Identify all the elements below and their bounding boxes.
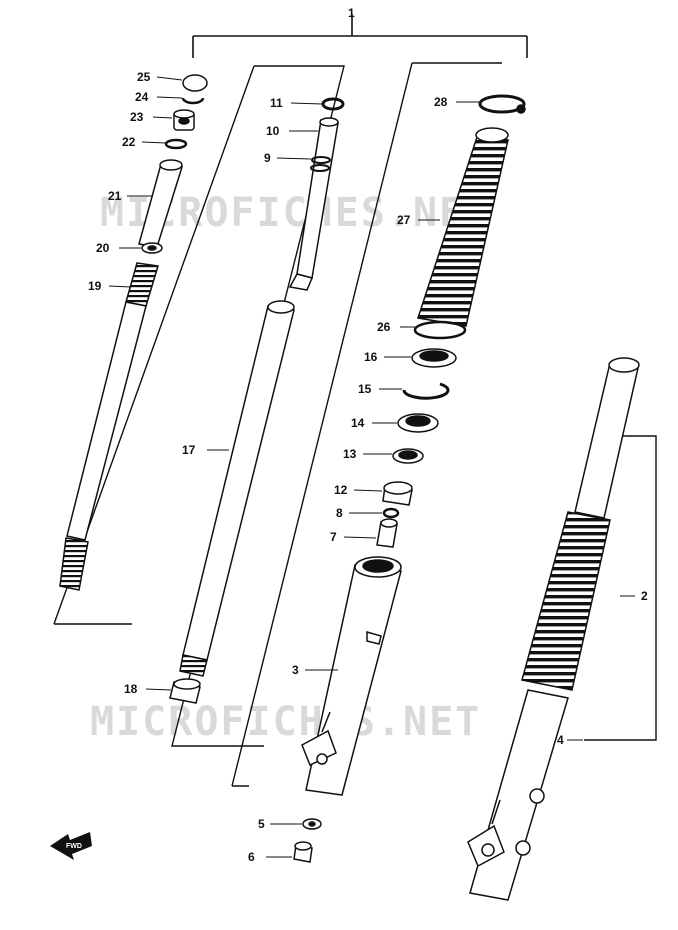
callout-9: 9 xyxy=(264,151,271,165)
part-8-washer xyxy=(382,507,400,519)
inner-tube-group xyxy=(169,97,345,704)
part-15-circlip xyxy=(402,382,450,400)
part-19-spring-bottom xyxy=(59,537,89,591)
callout-26: 26 xyxy=(377,320,391,334)
callout-3: 3 xyxy=(292,663,299,677)
part-25-cap xyxy=(182,74,208,92)
callout-1: 1 xyxy=(348,6,355,20)
outer-tube-group xyxy=(293,94,526,863)
part-22-o-ring xyxy=(164,138,188,150)
callout-27: 27 xyxy=(397,213,411,227)
callout-12: 12 xyxy=(334,483,348,497)
fork-assembly xyxy=(467,357,640,901)
assembly-boot xyxy=(521,511,611,691)
callout-2: 2 xyxy=(641,589,648,603)
part-4-outer-tube xyxy=(469,689,569,901)
callout-15: 15 xyxy=(358,382,372,396)
callout-4: 4 xyxy=(557,733,564,747)
callout-28: 28 xyxy=(434,95,448,109)
callout-8: 8 xyxy=(336,506,343,520)
watermark-bottom: MICROFICHES.NET xyxy=(90,699,481,745)
callout-24: 24 xyxy=(135,90,149,104)
part-26-band xyxy=(413,320,467,340)
callout-18: 18 xyxy=(124,682,138,696)
callout-23: 23 xyxy=(130,110,144,124)
leader-lines xyxy=(108,76,635,858)
callout-10: 10 xyxy=(266,124,280,138)
callout-22: 22 xyxy=(122,135,136,149)
callout-7: 7 xyxy=(330,530,337,544)
part-2-fork-tube xyxy=(574,362,639,519)
frame-right-assembly xyxy=(584,435,657,741)
callout-5: 5 xyxy=(258,817,265,831)
forward-label: FWD xyxy=(66,843,82,850)
callout-13: 13 xyxy=(343,447,357,461)
callout-21: 21 xyxy=(108,189,122,203)
forward-arrow-icon: FWD xyxy=(50,832,92,860)
part-11-ring xyxy=(321,97,345,111)
callout-17: 17 xyxy=(182,443,196,457)
callout-16: 16 xyxy=(364,350,378,364)
part-17-inner-tube xyxy=(182,305,295,661)
part-24-circlip xyxy=(181,97,205,105)
callout-19: 19 xyxy=(88,279,102,293)
assembly-bracket xyxy=(192,14,528,58)
part-28-clamp xyxy=(478,94,526,114)
part-19-spring-top xyxy=(125,262,159,307)
callout-14: 14 xyxy=(351,416,365,430)
callout-20: 20 xyxy=(96,241,110,255)
part-19-spring-body xyxy=(66,301,147,541)
spring-group xyxy=(59,74,208,591)
callout-6: 6 xyxy=(248,850,255,864)
callout-25: 25 xyxy=(137,70,151,84)
callout-labels: 1 2 3 4 5 6 7 8 9 10 11 12 13 14 15 16 1… xyxy=(88,6,648,864)
callout-11: 11 xyxy=(270,96,283,110)
